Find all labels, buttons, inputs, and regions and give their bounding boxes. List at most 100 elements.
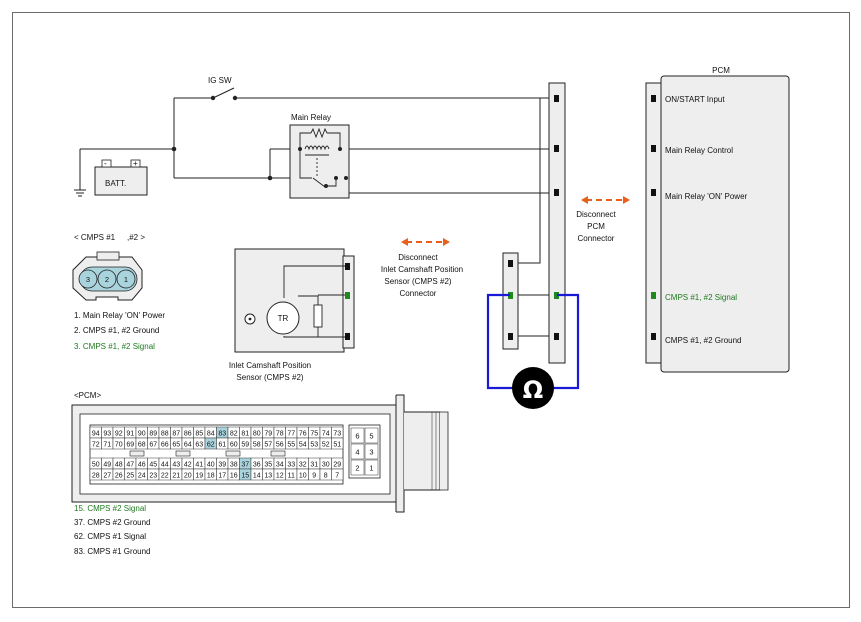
pcm-pin-number: 92 [115,430,123,437]
pcm-pin-number: 90 [138,430,146,437]
pcm-pin-number: 93 [103,430,111,437]
pcm-pin-main-relay-power: Main Relay 'ON' Power [665,192,748,201]
pcm-pin-number: 49 [103,461,111,468]
svg-text:PCM: PCM [587,222,605,231]
transistor-label: TR [278,314,289,323]
pcm-side-pin-cell [364,459,379,476]
pcm-title: PCM [712,66,730,75]
svg-text:2. CMPS #1, #2 Ground: 2. CMPS #1, #2 Ground [74,326,159,335]
pcm-pin-number: 16 [230,472,238,479]
pcm-side-pin-number: 1 [369,464,373,473]
pcm-pin-number: 7 [335,472,339,479]
pcm-pin-number: 13 [264,472,272,479]
pcm-pin-number: 46 [138,461,146,468]
svg-text:,#2 >: ,#2 > [127,233,145,242]
ground-symbol [74,189,86,197]
pcm-pin-number: 24 [138,472,146,479]
pcm-pin-number: 85 [195,430,203,437]
svg-text:15. CMPS #2 Signal: 15. CMPS #2 Signal [74,504,146,513]
svg-text:3: 3 [86,275,90,284]
pcm-pin-number: 14 [253,472,261,479]
pcm-pin-number: 60 [230,441,238,448]
pcm-pin-number: 86 [184,430,192,437]
battery: - + BATT. [94,159,148,196]
pcm-side-pin-number: 6 [355,432,359,441]
pcm-pin-number: 59 [241,441,249,448]
pcm-pin-number: 87 [172,430,180,437]
pcm-pin-number: 82 [230,430,238,437]
svg-text:1. Main Relay 'ON' Power: 1. Main Relay 'ON' Power [74,311,165,320]
cmps-legend: 1. Main Relay 'ON' Power 2. CMPS #1, #2 … [74,311,165,351]
pcm-pin-number: 37 [241,461,249,468]
pcm-pin-main-relay-control: Main Relay Control [665,146,733,155]
pcm-side-pin-number: 4 [355,448,359,457]
pcm-pin-number: 9 [312,472,316,479]
pcm-pin-number: 84 [207,430,215,437]
pcm-pin-number: 15 [241,472,249,479]
pcm-pin-number: 31 [310,461,318,468]
harness-connector [548,82,566,364]
pcm-pin-number: 43 [172,461,180,468]
pcm-pin-number: 56 [276,441,284,448]
pcm-side-pin-cell [350,427,365,444]
pcm-pin-number: 80 [253,430,261,437]
svg-text:Connector: Connector [400,289,437,298]
pcm-pin-number: 58 [253,441,261,448]
pcm-pin-number: 48 [115,461,123,468]
svg-text:Disconnect: Disconnect [576,210,616,219]
pcm-pin-number: 27 [103,472,111,479]
pcm-pin-number: 17 [218,472,226,479]
battery-label: BATT. [105,179,126,188]
pcm-pin-number: 70 [115,441,123,448]
pcm-pin-number: 67 [149,441,157,448]
cmps-sensor: TR Inlet Camshaft Position Sensor (CMPS … [229,248,355,382]
pcm-pin-on-start: ON/START Input [665,95,725,104]
pcm-pin-number: 8 [324,472,328,479]
pcm-pin-number: 39 [218,461,226,468]
pcm-pin-number: 19 [195,472,203,479]
pcm-pin-number: 76 [299,430,307,437]
pcm-pin-number: 18 [207,472,215,479]
disconnect-arrows-pcm [581,196,630,204]
ohmmeter-probe: Ω [486,293,580,409]
sensor-harness-connector [502,252,519,350]
svg-text:Inlet Camshaft Position: Inlet Camshaft Position [381,265,463,274]
cmps-connector-view: < CMPS #1 ,#2 > 3 2 1 [72,233,145,301]
pcm-pin-number: 33 [287,461,295,468]
svg-text:83. CMPS #1 Ground: 83. CMPS #1 Ground [74,547,150,556]
pcm-pin-number: 51 [333,441,341,448]
pcm-pin-number: 50 [92,461,100,468]
pcm-pin-number: 91 [126,430,134,437]
pcm-pin-number: 62 [207,441,215,448]
svg-text:37. CMPS #2 Ground: 37. CMPS #2 Ground [74,518,150,527]
diagram-frame [12,12,850,608]
pcm-pin-number: 21 [172,472,180,479]
pcm-pin-number: 69 [126,441,134,448]
disconnect-pcm-callout: Disconnect PCM Connector [576,210,616,243]
pcm-legend: 15. CMPS #2 Signal 37. CMPS #2 Ground 62… [74,504,150,556]
pcm-side-pin-cell [364,443,379,460]
pcm-side-pin-number: 5 [369,432,373,441]
pcm-pin-number: 25 [126,472,134,479]
pcm-pin-number: 89 [149,430,157,437]
pcm-pin-number: 78 [276,430,284,437]
pcm-pin-number: 61 [218,441,226,448]
pcm-pin-number: 26 [115,472,123,479]
pcm-pin-number: 79 [264,430,272,437]
pcm-pin-number: 71 [103,441,111,448]
pcm-pin-number: 28 [92,472,100,479]
pcm-pin-number: 10 [299,472,307,479]
pcm-pin-number: 63 [195,441,203,448]
pcm-pin-number: 30 [322,461,330,468]
pcm-pin-number: 52 [322,441,330,448]
pcm-pin-number: 11 [288,472,295,479]
pcm-pin-number: 54 [299,441,307,448]
svg-text:Connector: Connector [578,234,615,243]
pcm-pin-number: 36 [253,461,261,468]
svg-text:+: + [133,159,138,168]
svg-text:1: 1 [124,275,128,284]
pcm-pin-number: 66 [161,441,169,448]
svg-text:Inlet Camshaft Position: Inlet Camshaft Position [229,361,311,370]
pcm-pin-number: 44 [161,461,169,468]
